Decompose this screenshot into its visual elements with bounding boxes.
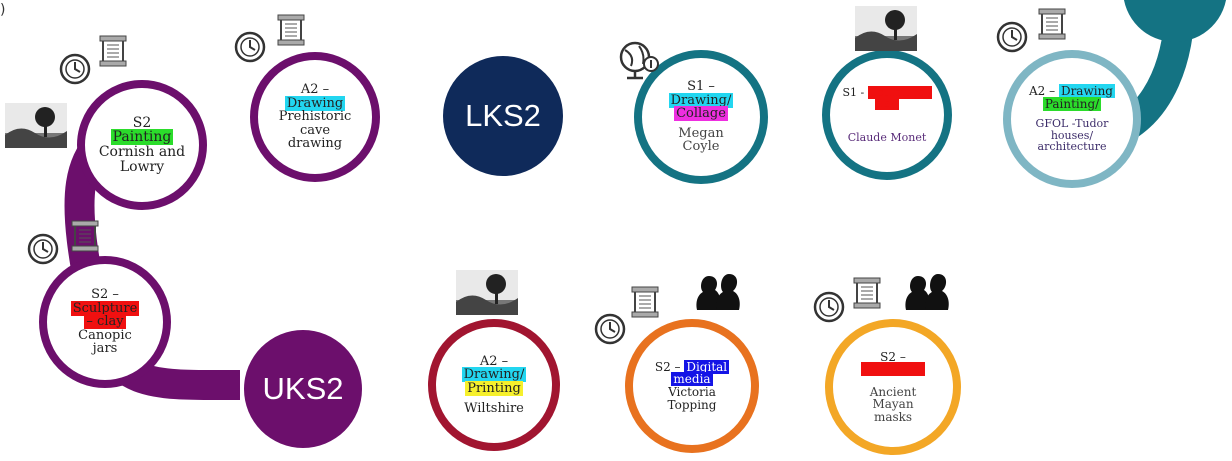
node-a2-drawing-cave: A2 – Drawing Prehistoric cave drawing xyxy=(250,52,380,182)
keystage-lks2: LKS2 xyxy=(443,56,563,176)
landscape-icon xyxy=(456,270,518,315)
globe-icon xyxy=(619,41,659,80)
node-s1-drawing-collage: S1 – Drawing/ Collage Megan Coyle xyxy=(634,50,768,184)
scroll-icon xyxy=(277,14,305,46)
scroll-icon xyxy=(1038,8,1066,40)
clock-icon xyxy=(813,291,845,323)
landscape-icon xyxy=(855,6,917,51)
node-s2-painting: S2 Painting Cornish and Lowry xyxy=(77,80,207,210)
landscape-icon xyxy=(5,103,67,148)
keystage-uks2: UKS2 xyxy=(244,330,362,448)
node-s2-sculpture-maya: S2 – Sculpture Ancient Mayan masks xyxy=(825,319,961,455)
clock-icon xyxy=(59,53,91,85)
clock-icon xyxy=(27,233,59,265)
scroll-icon xyxy=(99,35,127,67)
node-a2-drawing-printing: A2 – Drawing/ Printing Wiltshire xyxy=(428,319,560,451)
people-icon xyxy=(905,274,949,310)
clock-icon xyxy=(234,31,266,63)
people-icon xyxy=(696,274,740,310)
clock-icon xyxy=(996,21,1028,53)
node-s2-digital-media: S2 – Digital media Victoria Topping xyxy=(625,319,759,453)
keystage-lks2-label: LKS2 xyxy=(465,98,541,133)
scroll-icon xyxy=(631,286,659,318)
scroll-icon xyxy=(71,220,99,252)
node-s2-sculpture-clay: S2 – Sculpture – clay Canopic jars xyxy=(39,256,171,388)
next-stage-circle xyxy=(1123,0,1227,42)
clock-icon xyxy=(594,313,626,345)
keystage-uks2-label: UKS2 xyxy=(262,371,344,406)
node-a2-drawing-painting: A2 – Drawing Painting/ GFOL -Tudor house… xyxy=(1003,50,1141,188)
node-s1-monet: S1 - Sculpture / clay Claude Monet xyxy=(822,50,952,180)
scroll-icon xyxy=(853,277,881,309)
svg-text:): ) xyxy=(0,2,5,18)
